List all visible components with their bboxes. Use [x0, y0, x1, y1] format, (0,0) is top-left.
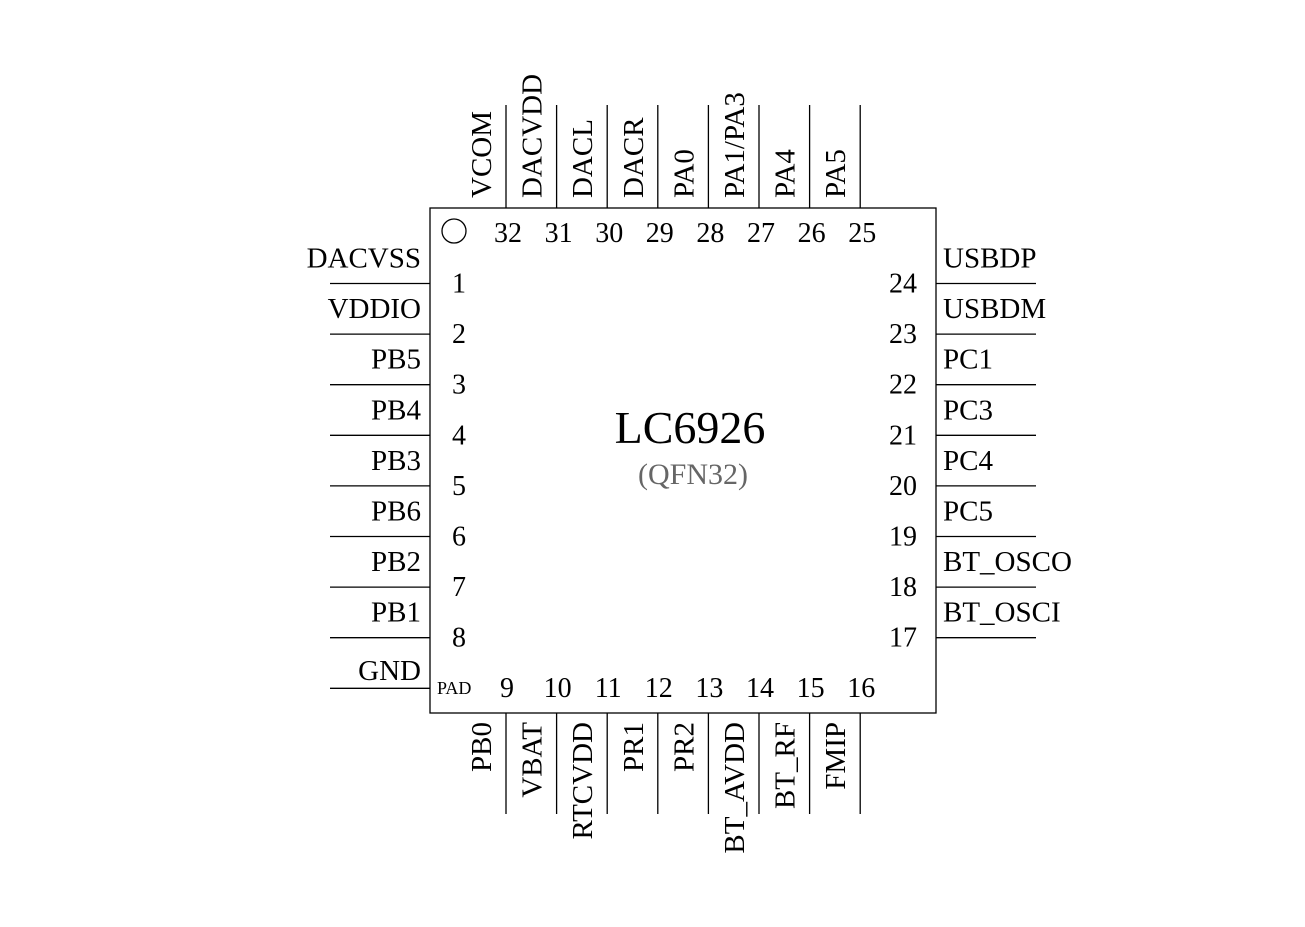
pin-number-bottom: 15: [797, 673, 825, 704]
pin-number-bottom: 16: [847, 673, 875, 704]
pin-number-left: 7: [452, 572, 466, 603]
pin-label-left: PB5: [371, 344, 421, 376]
pin-label-top: VCOM: [466, 111, 498, 198]
pin1-marker-icon: [441, 218, 467, 244]
pin-number-right: 24: [889, 269, 917, 300]
pin-label-bottom: VBAT: [517, 722, 549, 798]
pin-label-bottom: BT_RF: [770, 722, 802, 809]
pin-label-right: BT_OSCI: [943, 597, 1061, 629]
pin-number-right: 22: [889, 370, 917, 401]
pin-label-bottom: BT_AVDD: [719, 722, 751, 854]
pin-number-left: 6: [452, 522, 466, 553]
pin-number-left: 5: [452, 471, 466, 502]
pin-label-right: PC3: [943, 394, 993, 426]
pin-number-bottom: 12: [645, 673, 673, 704]
pin-label-bottom: PB0: [466, 722, 498, 772]
pin-number-top: 26: [798, 218, 826, 249]
pin-number-right: 21: [889, 420, 917, 451]
pin-label-top: PA5: [820, 149, 852, 198]
pad-label: PAD: [437, 678, 471, 698]
pin-number-left: 4: [452, 420, 466, 451]
pin-number-right: 19: [889, 522, 917, 553]
pin-label-top: DACVDD: [517, 74, 549, 198]
chip-name: LC6926: [615, 402, 766, 453]
pin-number-top: 27: [747, 218, 775, 249]
pin-number-top: 25: [848, 218, 876, 249]
pin-number-bottom: 14: [746, 673, 774, 704]
pin-number-right: 18: [889, 572, 917, 603]
pin-label-bottom: FMIP: [820, 722, 852, 790]
pin-number-left: 3: [452, 370, 466, 401]
pin-label-top: PA1/PA3: [719, 92, 751, 198]
pin-label-right: PC4: [943, 445, 993, 477]
pin-label-left: DACVSS: [307, 243, 421, 275]
pin-label-left: PB6: [371, 496, 421, 528]
pin-number-top: 29: [646, 218, 674, 249]
pin-number-left: 1: [452, 269, 466, 300]
pin-number-right: 17: [889, 623, 917, 654]
pin-label-bottom: PR1: [618, 722, 650, 772]
pin-label-top: DACL: [567, 119, 599, 198]
pin-number-left: 2: [452, 319, 466, 350]
pin-label-top: DACR: [618, 117, 650, 198]
pin-number-bottom: 13: [695, 673, 723, 704]
pin-number-top: 31: [545, 218, 573, 249]
pin-label-right: PC1: [943, 344, 993, 376]
pin-label-top: PA0: [668, 149, 700, 198]
pin-label-left: PB2: [371, 546, 421, 578]
pin-label-gnd: GND: [358, 655, 421, 687]
chip-body: [429, 207, 937, 714]
pin-number-top: 30: [595, 218, 623, 249]
pin-number-left: 8: [452, 623, 466, 654]
pin-label-left: PB4: [371, 394, 421, 426]
pin-number-bottom: 11: [595, 673, 622, 704]
pin-label-left: PB1: [371, 597, 421, 629]
chip-package: (QFN32): [638, 458, 748, 491]
pin-number-bottom: 10: [544, 673, 572, 704]
pin-lines: [330, 105, 1036, 814]
pin-label-left: PB3: [371, 445, 421, 477]
pin-label-bottom: PR2: [668, 722, 700, 772]
pin-label-right: USBDP: [943, 243, 1037, 275]
pin-number-right: 20: [889, 471, 917, 502]
pin-label-bottom: RTCVDD: [567, 722, 599, 840]
pin-label-right: USBDM: [943, 293, 1046, 325]
pin-label-right: BT_OSCO: [943, 546, 1072, 578]
pin-number-top: 28: [696, 218, 724, 249]
pin-label-right: PC5: [943, 496, 993, 528]
pin-number-bottom: 9: [500, 673, 514, 704]
pin-number-top: 32: [494, 218, 522, 249]
pin-label-left: VDDIO: [328, 293, 421, 325]
pin-label-top: PA4: [770, 149, 802, 198]
pin-number-right: 23: [889, 319, 917, 350]
